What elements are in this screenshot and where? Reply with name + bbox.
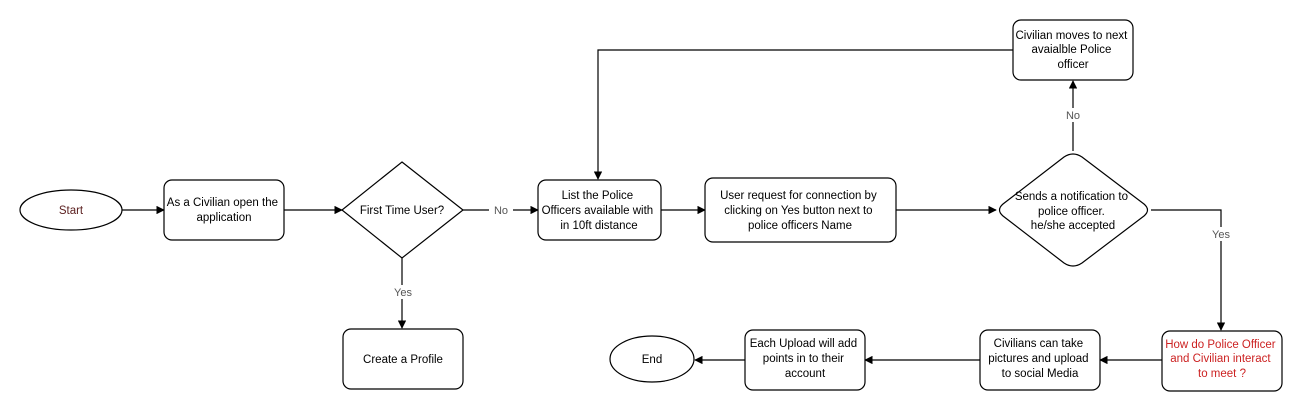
node-first-time-label: First Time User?	[360, 205, 444, 217]
node-end: End	[609, 335, 695, 383]
node-first-time-user: First Time User?	[341, 161, 464, 259]
node-upload-line-2: pictures and upload	[988, 353, 1088, 365]
node-notification-line-1: Sends a notification to	[1015, 191, 1128, 203]
node-points-line-1: Each Upload will add	[750, 338, 857, 350]
svg-text:Sends a notification to: Sends a notification to police officer. …	[1015, 191, 1131, 232]
node-list-line-2: Officers available with	[542, 205, 654, 217]
edge-label-no-notify: No	[1066, 110, 1080, 122]
node-request-line-2: clicking on Yes button next to	[724, 205, 872, 217]
edge-label-yes-notify: Yes	[1212, 229, 1230, 241]
node-points: Each Upload will add points in to their …	[744, 329, 866, 391]
edge-label-no-first-time: No	[494, 205, 508, 217]
node-end-label: End	[642, 354, 662, 366]
svg-text:List the Police Officers: List the Police Officers available with …	[542, 190, 657, 232]
node-create-profile-label: Create a Profile	[363, 354, 443, 366]
node-open-app-line-1: As a Civilian open the	[167, 197, 278, 209]
node-request-line-3: police officers Name	[748, 220, 852, 232]
node-interact-line-2: and Civilian interact	[1170, 353, 1271, 365]
svg-text:Civilian moves to next a: Civilian moves to next avaialble Police …	[1015, 30, 1130, 71]
node-upload-line-3: to social Media	[1002, 368, 1079, 380]
node-list-officers: List the Police Officers available with …	[537, 179, 662, 241]
node-open-app: As a Civilian open the application	[163, 179, 285, 241]
edge-label-yes-first-time: Yes	[394, 287, 412, 299]
edge-notify-to-interact	[1151, 209, 1226, 331]
node-user-request: User request for connection by clicking …	[704, 177, 897, 243]
node-next-officer: Civilian moves to next avaialble Police …	[1012, 19, 1134, 81]
node-start-label: Start	[59, 205, 84, 217]
node-request-line-1: User request for connection by	[720, 190, 877, 202]
node-notification: Sends a notification to police officer. …	[998, 153, 1149, 267]
node-interact-line-1: How do Police Officer	[1165, 339, 1276, 351]
node-next-officer-line-1: Civilian moves to next	[1015, 30, 1128, 42]
node-notification-line-3: he/she accepted	[1031, 220, 1115, 232]
node-open-app-line-2: application	[197, 212, 252, 224]
edge-next-officer-to-list	[593, 49, 1013, 180]
node-next-officer-line-3: officer	[1057, 59, 1088, 71]
edges	[122, 49, 1226, 365]
node-points-line-3: account	[785, 368, 826, 380]
node-start: Start	[19, 189, 123, 231]
svg-text:As a Civilian open the a: As a Civilian open the application	[167, 197, 281, 224]
edge-labels: No Yes No Yes	[391, 108, 1233, 299]
node-interact-line-3: to meet ?	[1198, 368, 1246, 380]
node-upload: Civilians can take pictures and upload t…	[979, 329, 1101, 391]
node-interact: How do Police Officer and Civilian inter…	[1161, 330, 1283, 392]
node-notification-line-2: police officer.	[1038, 206, 1105, 218]
node-list-line-3: in 10ft distance	[560, 220, 637, 232]
node-next-officer-line-2: avaialble Police	[1031, 44, 1111, 56]
node-upload-line-1: Civilians can take	[994, 338, 1083, 350]
svg-text:Each Upload will add poi: Each Upload will add points in to their …	[750, 338, 861, 380]
svg-text:User request for connection by: User request for connection by clicking …	[720, 190, 880, 232]
node-create-profile: Create a Profile	[342, 328, 464, 390]
svg-text:Civilians can take pictu: Civilians can take pictures and upload t…	[988, 338, 1092, 380]
node-list-line-1: List the Police	[562, 190, 634, 202]
svg-text:How do Police Officer an: How do Police Officer and Civilian inter…	[1165, 339, 1279, 380]
node-points-line-2: points in to their	[763, 353, 844, 365]
